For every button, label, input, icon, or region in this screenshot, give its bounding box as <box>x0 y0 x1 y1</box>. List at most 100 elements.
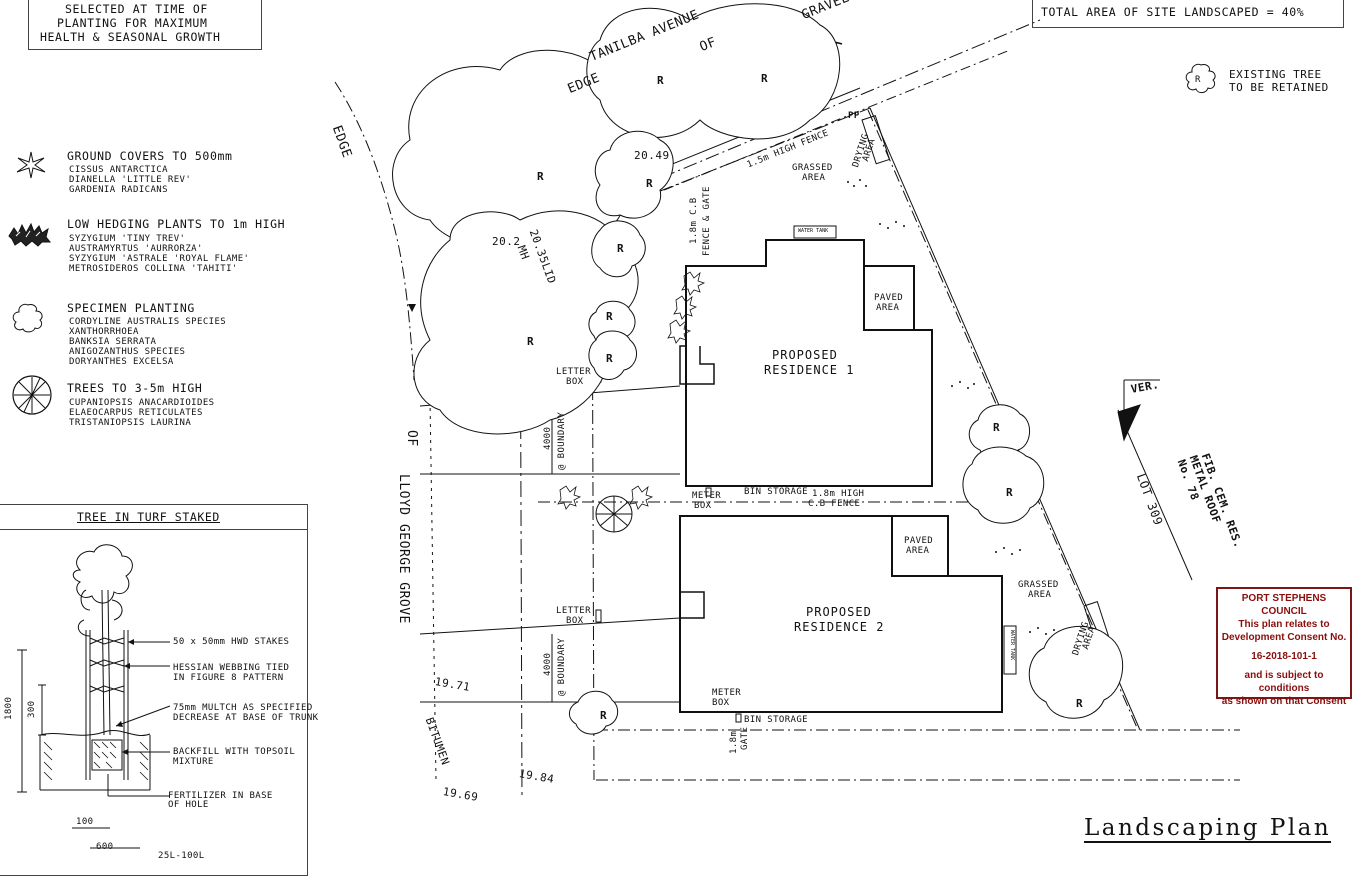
residence-2-label: RESIDENCE 2 <box>794 620 885 634</box>
ground-cover-icon <box>16 151 46 179</box>
legend-species: AUSTRAMYRTUS 'AURRORZA' <box>69 244 203 254</box>
water-tank-label-1: WATER TANK <box>798 228 829 234</box>
total-area-text: TOTAL AREA OF SITE LANDSCAPED = 40% <box>1041 5 1305 19</box>
level-2049: 20.49 <box>634 149 670 162</box>
paved-area-2: AREA <box>906 546 930 556</box>
legend-species: ELAEOCARPUS RETICULATES <box>69 408 203 418</box>
residence-2-label: PROPOSED <box>806 605 872 619</box>
hedge-icon <box>8 222 52 247</box>
council-stamp: PORT STEPHENS COUNCIL This plan relates … <box>1216 587 1352 707</box>
note-line-1: SELECTED AT TIME OF <box>65 2 208 16</box>
specimen-icon <box>12 303 43 333</box>
residence-1-label: RESIDENCE 1 <box>764 363 855 377</box>
legend-species: METROSIDEROS COLLINA 'TAHITI' <box>69 264 238 274</box>
existing-tree-line-1: EXISTING TREE <box>1229 68 1322 81</box>
pp-label: PP <box>848 111 860 121</box>
detail-callout-mulch-1: 75mm MULTCH AS SPECIFIED <box>173 703 313 713</box>
boundary-note-2: @ BOUNDARY <box>557 637 567 696</box>
tree-icon <box>12 375 52 415</box>
existing-tree-line-2: TO BE RETAINED <box>1229 81 1329 94</box>
legend-species: BANKSIA SERRATA <box>69 337 157 347</box>
detail-title-divider <box>0 529 307 530</box>
fence-gate-label: FENCE & GATE <box>702 186 712 256</box>
svg-text:R: R <box>1195 75 1201 85</box>
grassed-area-1: GRASSED <box>792 163 833 173</box>
grassed-area-2: GRASSED <box>1018 580 1059 590</box>
legend-species: TRISTANIOPSIS LAURINA <box>69 418 192 428</box>
legend-species: GARDENIA RADICANS <box>69 185 168 195</box>
side-road-of-label: OF <box>404 430 419 447</box>
legend-species: DORYANTHES EXCELSA <box>69 357 174 367</box>
fence-cb-label: 1.8m C.B <box>689 197 699 244</box>
existing-tree-icon: R <box>1185 63 1216 94</box>
tree-marker: R <box>657 74 665 87</box>
legend-species: CORDYLINE AUSTRALIS SPECIES <box>69 317 227 327</box>
letter-box-1: LETTER <box>556 367 591 377</box>
total-area-box: TOTAL AREA OF SITE LANDSCAPED = 40% <box>1032 0 1344 28</box>
legend-species: CISSUS ANTARCTICA <box>69 165 168 175</box>
detail-callout-mulch-2: DECREASE AT BASE OF TRUNK <box>173 713 319 723</box>
detail-callout-fertilizer-1: FERTILIZER IN BASE <box>168 791 273 801</box>
tree-marker: R <box>993 421 1001 434</box>
fence-mid-label-1: 1.8m HIGH <box>812 489 865 499</box>
fence-mid-label-2: C.B FENCE <box>808 499 861 509</box>
legend-species: ANIGOZANTHUS SPECIES <box>69 347 186 357</box>
tree-marker: R <box>617 242 625 255</box>
council-consent-no: 16-2018-101-1 <box>1251 651 1317 662</box>
legend-species: XANTHORRHOEA <box>69 327 139 337</box>
detail-callout-stakes: 50 x 50mm HWD STAKES <box>173 637 290 647</box>
paved-area-1: AREA <box>876 303 900 313</box>
legend-species: SYZYGIUM 'ASTRALE 'ROYAL FLAME' <box>69 254 250 264</box>
tree-marker: R <box>600 709 608 722</box>
note-line-3: HEALTH & SEASONAL GROWTH <box>40 30 221 44</box>
legend-species: CUPANIOPSIS ANACARDIOIDES <box>69 398 215 408</box>
detail-callout-fertilizer-2: OF HOLE <box>168 800 209 810</box>
note-line-2: PLANTING FOR MAXIMUM <box>57 16 208 30</box>
planting-note-box: SELECTED AT TIME OF PLANTING FOR MAXIMUM… <box>28 0 262 50</box>
tree-marker: R <box>537 170 545 183</box>
meter-box-2: BOX <box>712 698 730 708</box>
meter-box-1: METER <box>692 491 722 501</box>
meter-box-2: METER <box>712 688 742 698</box>
paved-area-2: PAVED <box>904 536 934 546</box>
tree-marker: R <box>761 72 769 85</box>
tree-detail-box: TREE IN TURF STAKED <box>0 504 308 876</box>
detail-dim-pot: 25L-100L <box>158 851 205 861</box>
letter-box-2: LETTER <box>556 606 591 616</box>
boundary-dim-1: 4000 <box>543 426 553 450</box>
tree-marker: R <box>606 352 614 365</box>
lloyd-george-grove-label: LLOYD GEORGE GROVE <box>396 474 411 624</box>
grassed-area-1: AREA <box>802 173 826 183</box>
legend-species: SYZYGIUM 'TINY TREV' <box>69 234 186 244</box>
tree-marker: R <box>1006 486 1014 499</box>
meter-box-1: BOX <box>694 501 712 511</box>
water-tank-label-2: WATER TANK <box>1009 630 1015 661</box>
gate-bottom-label-2: GATE <box>740 726 750 750</box>
detail-callout-webbing-1: HESSIAN WEBBING TIED <box>173 663 290 673</box>
letter-box-1: BOX <box>566 377 584 387</box>
letter-box-2: BOX <box>566 616 584 626</box>
tree-marker: R <box>1076 697 1084 710</box>
boundary-note-1: @ BOUNDARY <box>557 411 567 470</box>
detail-callout-webbing-2: IN FIGURE 8 PATTERN <box>173 673 284 683</box>
level-202: 20.2 <box>492 235 521 248</box>
bin-storage-1: BIN STORAGE <box>744 487 809 497</box>
grassed-area-2: AREA <box>1028 590 1052 600</box>
detail-title: TREE IN TURF STAKED <box>77 510 220 524</box>
legend-heading-ground-covers: GROUND COVERS TO 500mm <box>67 149 233 163</box>
tree-marker: R <box>646 177 654 190</box>
bin-storage-2: BIN STORAGE <box>744 715 809 725</box>
drawing-title: Landscaping Plan <box>1084 815 1332 843</box>
council-line-2: Development Consent No. <box>1221 632 1347 643</box>
tree-marker: R <box>606 310 614 323</box>
council-line-1: This plan relates to <box>1238 619 1330 630</box>
detail-callout-backfill-1: BACKFILL WITH TOPSOIL <box>173 747 296 757</box>
detail-dim-width2: 600 <box>96 842 114 852</box>
gate-bottom-label-1: 1.8m <box>729 730 739 754</box>
legend-heading-specimen: SPECIMEN PLANTING <box>67 301 195 315</box>
legend-heading-trees: TREES TO 3-5m HIGH <box>67 381 203 395</box>
legend-species: DIANELLA 'LITTLE REV' <box>69 175 192 185</box>
detail-callout-backfill-2: MIXTURE <box>173 757 214 767</box>
tree-staking-drawing <box>17 544 171 849</box>
